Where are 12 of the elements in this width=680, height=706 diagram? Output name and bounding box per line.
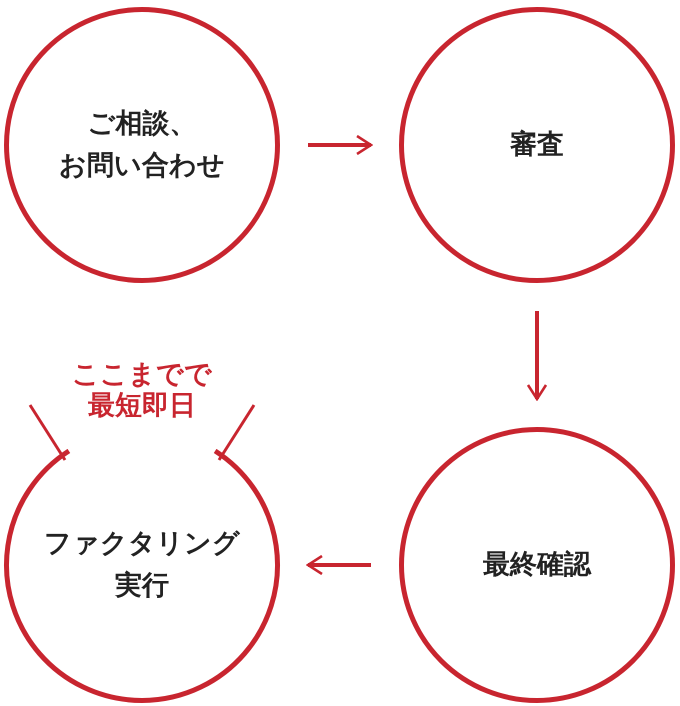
flow-arrow [526, 311, 548, 400]
step-circle [399, 7, 675, 283]
step-label: ファクタリング実行 [42, 527, 241, 603]
step-label: 審査 [508, 128, 565, 162]
step-label: ご相談、 [86, 107, 198, 142]
step-circle [399, 427, 675, 703]
highlight-note: ここまでで最短即日 [72, 359, 212, 422]
step-label: お問い合わせ [58, 149, 226, 183]
step-label: 最終確認 [482, 548, 592, 582]
flow-arrow [308, 134, 372, 156]
flow-arrow [306, 554, 371, 576]
step-circle [4, 7, 280, 283]
